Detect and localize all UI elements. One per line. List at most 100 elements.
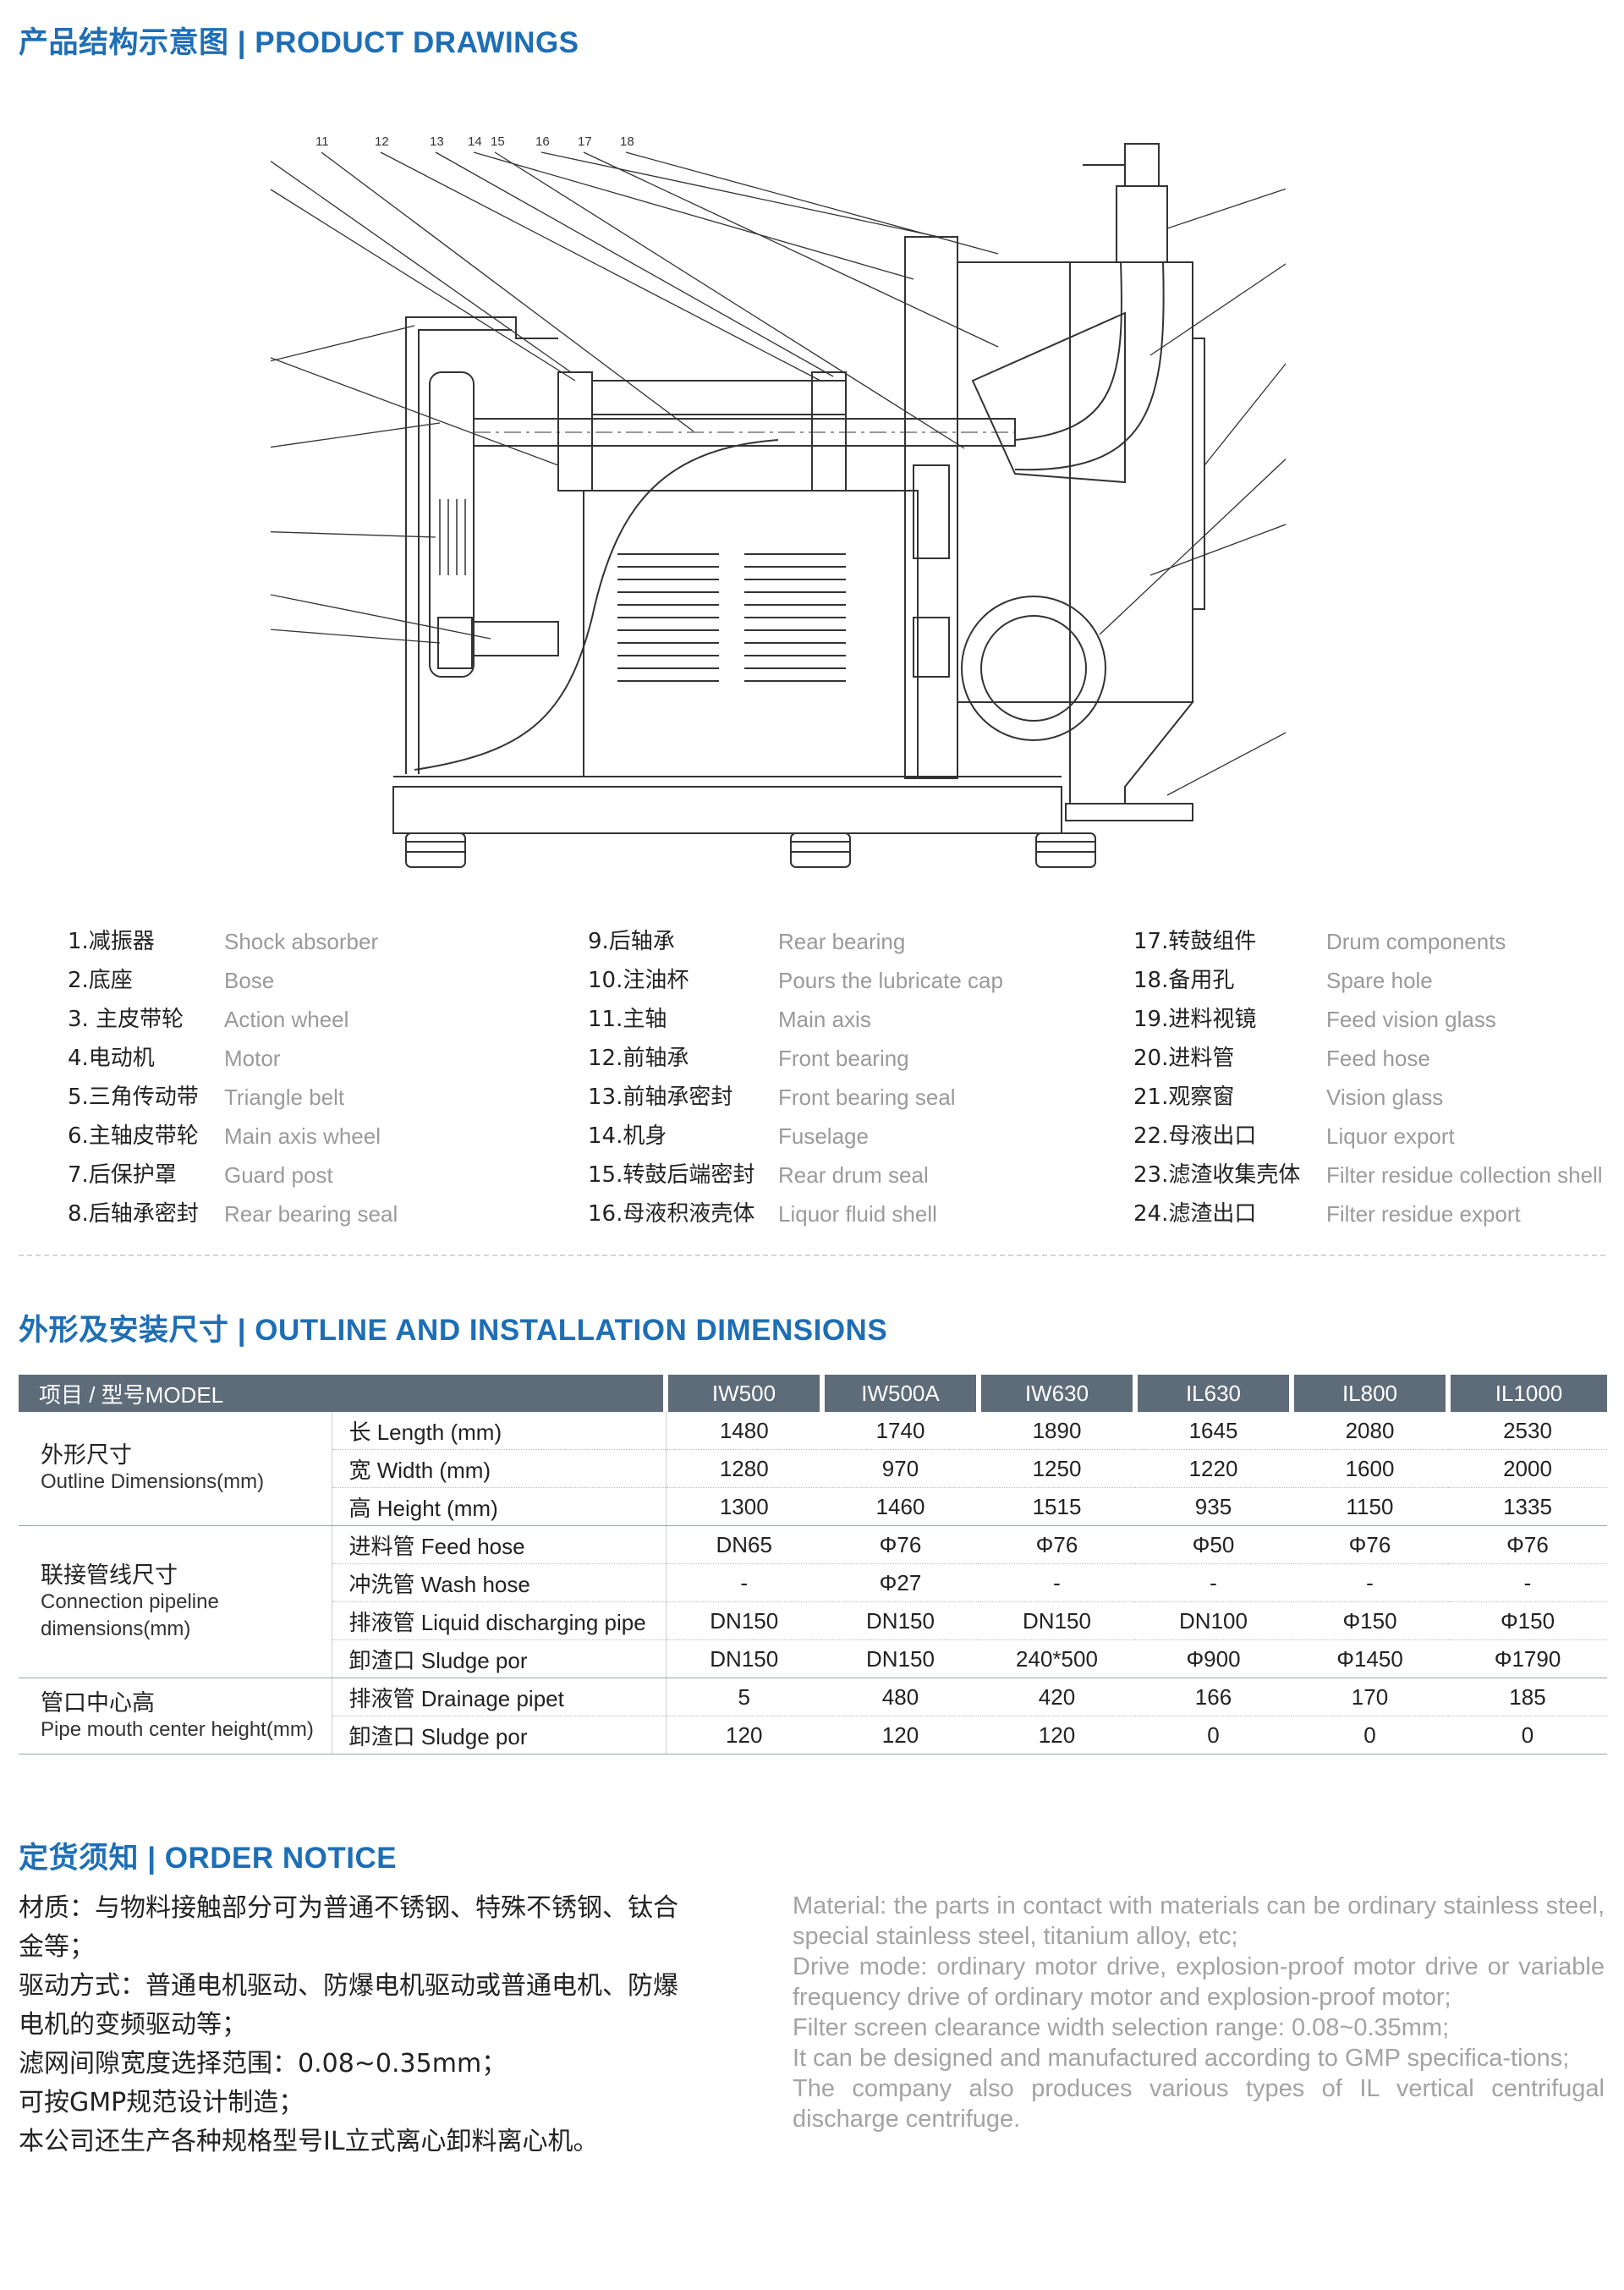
part-row: 2.底座 Bose [68, 961, 398, 1000]
leader-lines [271, 151, 1286, 796]
cell: 1280 [666, 1449, 822, 1488]
group-zh: 外形尺寸 [41, 1442, 132, 1468]
part-zh: 5.三角传动带 [68, 1085, 199, 1110]
table-row: 高 Height (mm) 1300 1460 1515 935 1150 13… [19, 1487, 1607, 1526]
part-zh: 24.滤渣出口 [1133, 1201, 1257, 1227]
cell: 1335 [1448, 1487, 1607, 1526]
cell: 120 [666, 1716, 822, 1755]
group-connection: 联接管线尺寸 Connection pipeline dimensions(mm… [19, 1525, 332, 1678]
row-label: 卸渣口 Sludge por [332, 1639, 667, 1678]
dimensions-table: 项目 / 型号MODEL IW500 IW500A IW630 IL630 IL… [19, 1375, 1607, 1755]
motor [473, 621, 559, 656]
order-notice-english: Material: the parts in contact with mate… [793, 1891, 1605, 2134]
part-zh: 12.前轴承 [588, 1046, 689, 1071]
cell: DN150 [666, 1639, 822, 1678]
model-col: IL630 [1135, 1375, 1294, 1412]
callout-13: 13 [430, 135, 444, 149]
cell: Φ1450 [1292, 1639, 1448, 1678]
part-zh: 10.注油杯 [588, 968, 689, 993]
section-title-drawings: 产品结构示意图 | PRODUCT DRAWINGS [19, 26, 579, 59]
cell: 170 [1292, 1678, 1448, 1716]
cell: 166 [1135, 1678, 1292, 1716]
product-drawing: 1 2 3 4 5 6 7 8 9 10 11 12 13 14 15 16 1… [271, 135, 1286, 868]
group-en: Outline Dimensions(mm) [41, 1470, 265, 1493]
part-row: 1.减振器 Shock absorber [68, 922, 398, 961]
notice-line: 本公司还生产各种规格型号IL立式离心卸料离心机。 [19, 2127, 599, 2156]
part-en: Filter residue export [1326, 1201, 1521, 1227]
part-zh: 7.后保护罩 [68, 1162, 177, 1188]
cell: 1645 [1135, 1412, 1292, 1450]
cell: 2530 [1448, 1412, 1607, 1450]
part-row: 21.观察窗 Vision glass [1133, 1078, 1603, 1117]
part-en: Shock absorber [224, 929, 379, 954]
front-bearing [811, 371, 847, 491]
drum-components [957, 261, 1071, 703]
cell: Φ76 [979, 1525, 1135, 1564]
part-en: Drum components [1326, 929, 1506, 954]
row-label: 冲洗管 Wash hose [332, 1563, 667, 1602]
notice-line: 驱动方式：普通电机驱动、防爆电机驱动或普通电机、防爆电机的变频驱动等； [19, 1971, 678, 2040]
part-zh: 13.前轴承密封 [588, 1085, 733, 1110]
vent-slots [617, 553, 846, 682]
cell: DN150 [822, 1639, 979, 1678]
model-col: IL800 [1292, 1375, 1451, 1412]
group-en: Connection pipeline dimensions(mm) [41, 1590, 219, 1640]
row-label: 排液管 Drainage pipet [332, 1678, 667, 1716]
table-row: 外形尺寸 Outline Dimensions(mm) 长 Length (mm… [19, 1412, 1607, 1526]
part-en: Rear bearing seal [224, 1201, 398, 1227]
part-zh: 22.母液出口 [1133, 1123, 1257, 1149]
cell: 2080 [1292, 1412, 1448, 1450]
part-zh: 2.底座 [68, 968, 133, 993]
cell: 1480 [666, 1412, 822, 1450]
part-en: Motor [224, 1046, 281, 1071]
notice-line: Material: the parts in contact with mate… [793, 1892, 1605, 1950]
part-en: Bose [224, 968, 275, 993]
cell: Φ76 [1292, 1525, 1448, 1564]
table-row: 冲洗管 Wash hose - Φ27 - - - - [19, 1563, 1607, 1602]
cell: Φ900 [1135, 1639, 1292, 1678]
part-zh: 19.进料视镜 [1133, 1007, 1257, 1032]
cell: 1460 [822, 1487, 979, 1526]
cell: - [666, 1563, 822, 1602]
cell: DN150 [822, 1601, 979, 1640]
cell: - [1448, 1563, 1607, 1602]
notice-line: 可按GMP规范设计制造； [19, 2088, 304, 2117]
model-col: IL1000 [1448, 1375, 1607, 1412]
cell: 5 [666, 1678, 822, 1716]
callout-16: 16 [535, 135, 550, 149]
notice-line: 滤网间隙宽度选择范围：0.08~0.35mm； [19, 2049, 508, 2079]
table-row: 宽 Width (mm) 1280 970 1250 1220 1600 200… [19, 1449, 1607, 1488]
part-en: Fuselage [778, 1123, 869, 1149]
model-col: IW500 [666, 1375, 825, 1412]
part-zh: 11.主轴 [588, 1007, 667, 1032]
part-zh: 14.机身 [588, 1123, 667, 1149]
table-row: 卸渣口 Sludge por DN150 DN150 240*500 Φ900 … [19, 1639, 1607, 1678]
part-zh: 20.进料管 [1133, 1046, 1235, 1071]
group-zh: 联接管线尺寸 [41, 1562, 178, 1588]
cell: 935 [1135, 1487, 1292, 1526]
part-zh: 21.观察窗 [1133, 1085, 1235, 1110]
model-col: IW500A [822, 1375, 981, 1412]
part-en: Filter residue collection shell [1326, 1162, 1603, 1188]
filter-residue-export [1065, 803, 1193, 821]
fuselage [583, 490, 919, 777]
cell: 0 [1292, 1716, 1448, 1755]
cell: 0 [1135, 1716, 1292, 1755]
table-row: 排液管 Liquid discharging pipe DN150 DN150 … [19, 1601, 1607, 1640]
part-en: Vision glass [1326, 1085, 1444, 1110]
part-zh: 1.减振器 [68, 929, 155, 954]
cell: 185 [1448, 1678, 1607, 1716]
